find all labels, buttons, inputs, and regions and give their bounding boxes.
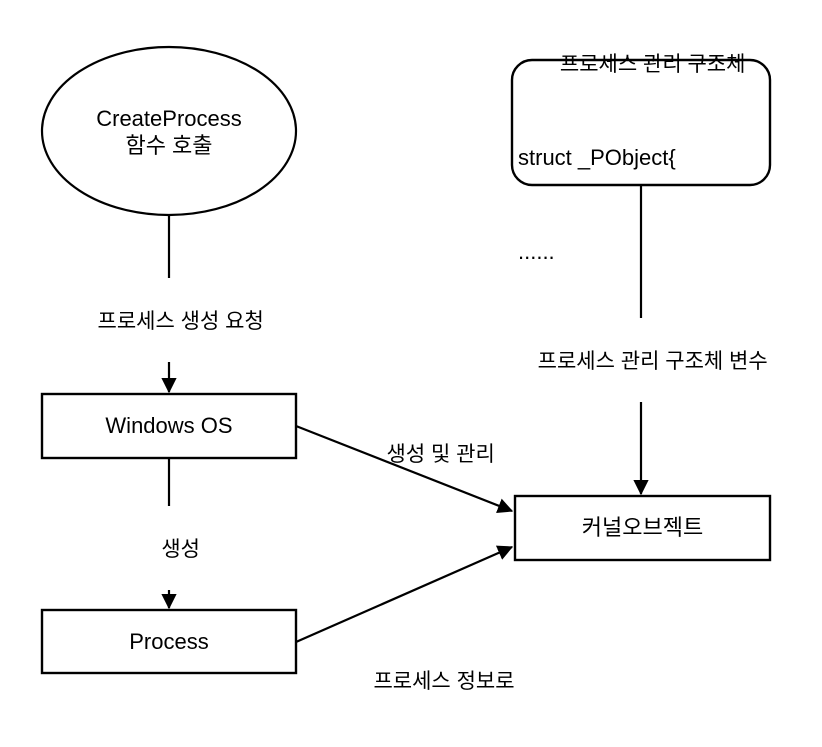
process-label: Process	[42, 610, 296, 673]
pobject-struct-caption: 프로세스 관리 구조체	[490, 26, 792, 103]
windows-os-label-text: Windows OS	[105, 413, 233, 439]
process-label-text: Process	[129, 628, 209, 654]
edge-label-os-to-kernel-text: 생성 및 관리	[386, 443, 495, 467]
create-process-label: CreateProcess 함수 호출	[42, 92, 296, 172]
create-process-label-line2: 함수 호출	[125, 133, 213, 158]
kernel-object-label: 커널오브젝트	[515, 496, 770, 560]
edge-label-struct-to-kernel: 프로세스 관리 구조체 변수	[473, 323, 809, 402]
edge-label-os-to-kernel: 생성 및 관리	[344, 416, 514, 495]
edge-label-create-to-os: 프로세스 생성 요청	[29, 283, 309, 362]
edge-label-os-to-process-text: 생성	[161, 538, 200, 562]
pobject-code-line-1: struct _PObject{	[518, 145, 676, 171]
edge-label-os-to-process: 생성	[109, 511, 229, 590]
edge-label-process-to-kernel-line1: 프로세스 정보로	[373, 669, 515, 693]
pobject-code-line-2: ......	[518, 239, 555, 265]
pobject-struct-caption-text: 프로세스 관리 구조체	[559, 52, 746, 76]
edge-label-create-to-os-text: 프로세스 생성 요청	[97, 310, 264, 334]
kernel-object-label-text: 커널오브젝트	[581, 515, 704, 541]
windows-os-label: Windows OS	[42, 394, 296, 458]
create-process-label-line1: CreateProcess	[96, 105, 242, 131]
edge-label-struct-to-kernel-text: 프로세스 관리 구조체 변수	[537, 350, 768, 374]
edge-label-process-to-kernel: 프로세스 정보로 채움	[336, 616, 552, 747]
